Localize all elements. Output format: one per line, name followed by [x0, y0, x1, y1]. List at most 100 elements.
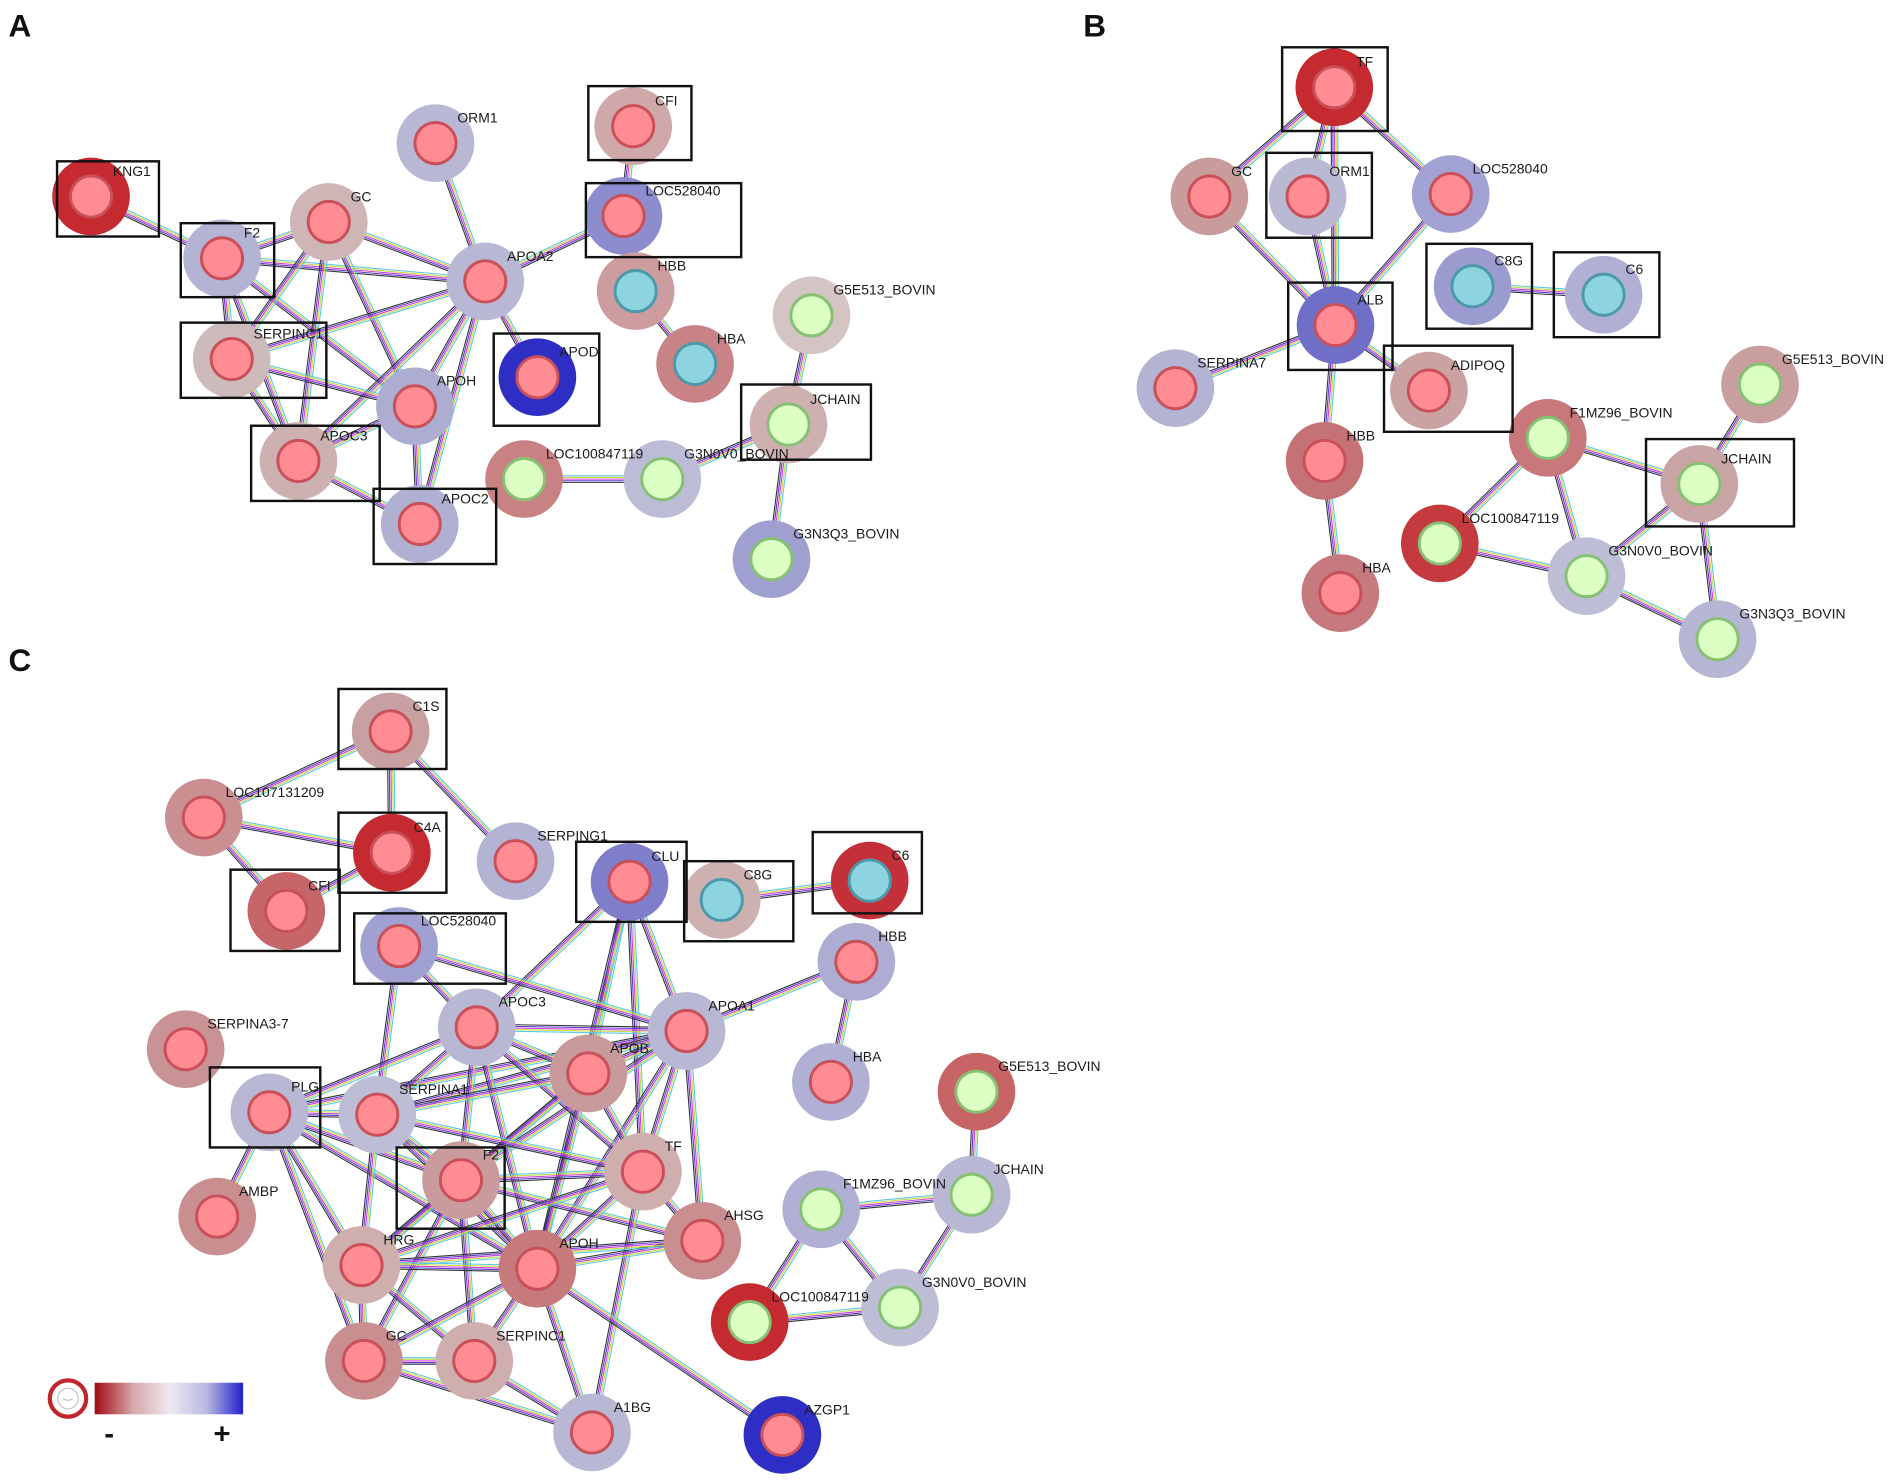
node-apoc3 [259, 422, 338, 500]
node-label: G5E513_BOVIN [833, 282, 935, 298]
highlight-box [208, 1066, 322, 1149]
node-label: CFI [308, 877, 330, 893]
node-core [163, 1027, 208, 1072]
edge-line [221, 257, 486, 282]
node-label: AMBP [239, 1183, 279, 1199]
legend-gradient [94, 1382, 244, 1415]
node-apoh [498, 1229, 577, 1308]
edge-line [461, 1176, 704, 1239]
node-label: HRG [383, 1231, 414, 1247]
edge-line [534, 1028, 685, 1268]
legend-gradient-slice [148, 1382, 151, 1415]
node-core [749, 537, 794, 582]
node-core [452, 1338, 497, 1383]
legend-gradient-slice [128, 1382, 132, 1415]
edge-line [362, 1363, 592, 1437]
node-cfi [247, 872, 326, 950]
node-core [620, 1149, 665, 1194]
node-label: PLG [291, 1079, 319, 1095]
edge-line [265, 1113, 362, 1363]
node-loc100847119 [1401, 504, 1479, 583]
node-label: SERPINA1 [399, 1081, 468, 1097]
edge-line [270, 1111, 366, 1361]
edge-line [269, 1110, 539, 1268]
edge-loc528040-apoa1 [398, 942, 688, 1035]
node-label: G3N3Q3_BOVIN [1739, 606, 1845, 622]
node-label: LOC100847119 [771, 1288, 869, 1304]
edge-line [588, 1170, 641, 1432]
highlight-box [587, 84, 693, 162]
node-label: HBA [1362, 560, 1391, 576]
node-core [195, 1194, 240, 1239]
node-label: F2 [244, 225, 261, 241]
node-core [1302, 438, 1347, 483]
node-c1s [351, 692, 430, 771]
legend-gradient-slice [118, 1382, 122, 1415]
node-core [607, 859, 652, 904]
node-label: G3N3Q3_BOVIN [793, 526, 899, 542]
node-label: F1MZ96_BOVIN [843, 1176, 946, 1192]
edge-line [361, 1172, 644, 1268]
edge-line [270, 1108, 540, 1267]
node-core [276, 438, 321, 483]
node-core [699, 877, 744, 923]
edge-line [398, 947, 687, 1034]
node-apob [549, 1034, 628, 1113]
node-gc [1170, 157, 1249, 236]
highlight-boxes [55, 84, 873, 566]
node-core [1737, 362, 1783, 407]
node-label: CFI [655, 93, 677, 109]
legend-gradient-slice [191, 1382, 195, 1415]
node-gc [289, 183, 368, 261]
node-core [339, 1243, 384, 1288]
node-label: AZGP1 [804, 1401, 850, 1417]
node-label: LOC100847119 [546, 445, 644, 461]
legend-gradient-slice [225, 1382, 229, 1415]
node-c4a [353, 813, 431, 892]
node-label: APOA2 [507, 248, 554, 264]
legend-gradient-slice [133, 1382, 137, 1415]
legend-gradient-slice [198, 1382, 202, 1415]
node-label: A1BG [614, 1399, 651, 1415]
legend-gradient-slice [140, 1382, 144, 1415]
node-loc100847119 [485, 440, 563, 518]
node-ahsg [663, 1202, 742, 1280]
edge-line [294, 221, 327, 461]
node-c8g [1433, 247, 1512, 326]
node-label: APOC3 [320, 427, 367, 443]
node-label: CLU [651, 848, 679, 864]
legend-gradient-slice [213, 1382, 217, 1415]
highlight-boxes [208, 687, 924, 1230]
node-core [1406, 368, 1451, 413]
edge-line [399, 943, 688, 1030]
legend-gradient-slice [177, 1382, 181, 1415]
panel-c: CC1SLOC107131209C4ASERPING1CFICLUC8GC6LO… [9, 642, 1101, 1474]
node-hbb [596, 252, 675, 330]
node-core [664, 1008, 709, 1054]
node-core [1525, 415, 1570, 460]
node-core [1677, 461, 1722, 507]
legend-gradient-slice [172, 1382, 176, 1415]
node-label: G3N0V0_BOVIN [1608, 543, 1713, 559]
edge-line [591, 1171, 644, 1433]
highlight-box [395, 1146, 506, 1230]
legend-gradient-slice [218, 1382, 222, 1415]
legend-gradient-slice [157, 1382, 161, 1415]
node-c6 [830, 841, 909, 920]
legend-plus: + [214, 1418, 231, 1450]
node-core [454, 1005, 499, 1050]
edge-line [477, 1026, 540, 1269]
edge-line [537, 1268, 783, 1436]
node-core [789, 293, 834, 338]
node-core [949, 1172, 994, 1217]
legend-gradient-slice [106, 1382, 110, 1415]
legend-gradient-slice [97, 1382, 101, 1415]
legend-gradient-slice [155, 1382, 159, 1415]
node-label: HBA [717, 330, 746, 346]
node-label: G5E513_BOVIN [1782, 351, 1884, 367]
node-core [760, 1412, 805, 1457]
node-g3n0v0-bovin [861, 1268, 939, 1347]
legend-gradient-slice [138, 1382, 142, 1415]
